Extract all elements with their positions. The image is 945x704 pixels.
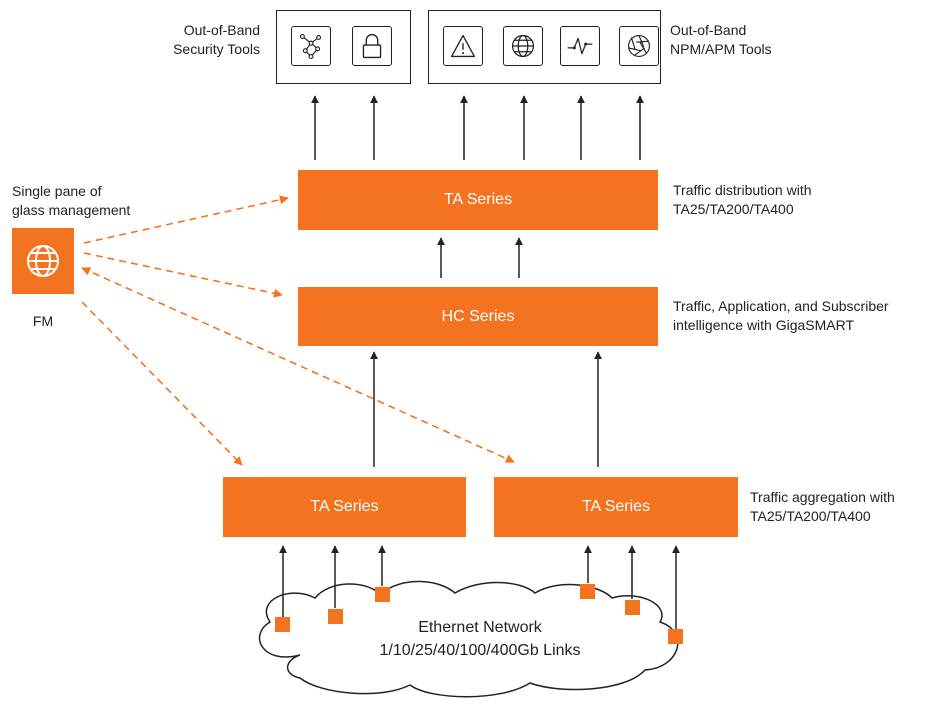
ta-bottom-description-line1: Traffic aggregation with	[750, 489, 895, 505]
ta-series-bottom-left: TA Series	[223, 477, 466, 537]
network-port	[668, 629, 683, 644]
network-port	[580, 584, 595, 599]
security-tools-label: Out-of-Band Security Tools	[150, 21, 260, 59]
hc-series-label: HC Series	[441, 307, 515, 325]
mgmt-link-ta-top	[83, 195, 289, 244]
aperture-icon	[619, 26, 659, 66]
globe-icon	[503, 26, 543, 66]
network-port	[328, 609, 343, 624]
mgmt-link-hc	[83, 252, 283, 298]
management-label: Single pane of glass management	[12, 182, 182, 220]
ta-series-top: TA Series	[298, 170, 658, 230]
mgmt-link-ta-right	[81, 267, 515, 463]
npm-apm-tools-label-line1: Out-of-Band	[670, 22, 747, 38]
ta-series-bottom-right: TA Series	[494, 477, 738, 537]
ethernet-cloud	[258, 580, 679, 698]
mgmt-link-ta-left	[81, 301, 243, 466]
fm-label: FM	[32, 313, 54, 329]
ta-series-bottom-right-label: TA Series	[581, 498, 651, 515]
globe-icon	[27, 245, 59, 277]
warning-icon	[443, 26, 483, 66]
network-port	[375, 587, 390, 602]
security-tools-label-line1: Out-of-Band	[183, 22, 260, 38]
network-label: Ethernet Network 1/10/25/40/100/400Gb Li…	[330, 616, 630, 662]
network-port	[625, 600, 640, 615]
lock-icon	[352, 26, 392, 66]
network-label-line2: 1/10/25/40/100/400Gb Links	[379, 642, 581, 659]
waveform-icon	[560, 26, 600, 66]
ta-top-description: Traffic distribution with TA25/TA200/TA4…	[673, 181, 933, 219]
hc-description-line1: Traffic, Application, and Subscriber	[673, 298, 889, 314]
ta-top-description-line2: TA25/TA200/TA400	[673, 201, 794, 217]
ta-bottom-description-line2: TA25/TA200/TA400	[750, 508, 871, 524]
hc-description: Traffic, Application, and Subscriber int…	[673, 297, 943, 335]
npm-apm-tools-box	[428, 10, 661, 84]
npm-apm-tools-label-line2: NPM/APM Tools	[670, 41, 772, 57]
hc-series: HC Series	[298, 287, 658, 346]
ta-top-description-line1: Traffic distribution with	[673, 182, 812, 198]
fm-tile	[12, 228, 74, 294]
security-tools-label-line2: Security Tools	[173, 41, 260, 57]
network-label-line1: Ethernet Network	[418, 619, 542, 636]
hc-description-line2: intelligence with GigaSMART	[673, 317, 855, 333]
management-label-line2: glass management	[12, 202, 131, 218]
management-label-line1: Single pane of	[12, 183, 102, 199]
npm-apm-tools-label: Out-of-Band NPM/APM Tools	[670, 21, 830, 59]
security-tools-box	[276, 10, 411, 84]
ta-series-bottom-left-label: TA Series	[310, 498, 379, 515]
network-nodes-icon	[291, 26, 331, 66]
ta-series-top-label: TA Series	[443, 191, 513, 208]
network-port	[275, 617, 290, 632]
ta-bottom-description: Traffic aggregation with TA25/TA200/TA40…	[750, 488, 940, 526]
